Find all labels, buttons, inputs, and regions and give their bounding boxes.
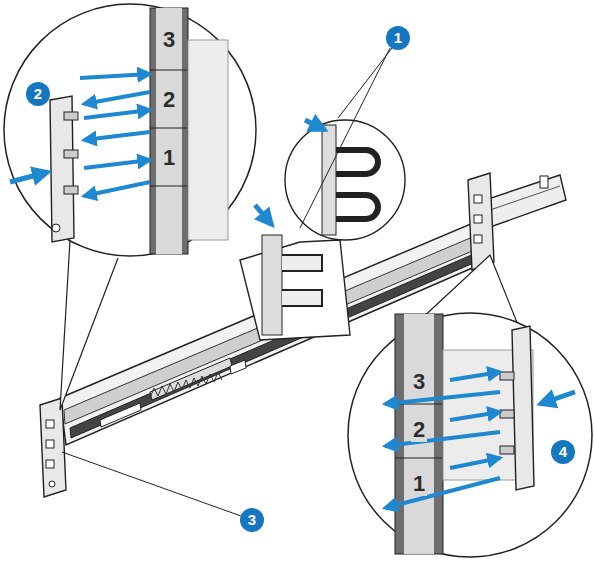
rear-zoom — [512, 326, 534, 490]
rear-zoom — [385, 478, 500, 508]
rear-zoom — [348, 313, 592, 557]
rear-bracket — [474, 215, 482, 223]
front-zoom — [150, 8, 188, 254]
front-zoom — [84, 132, 150, 140]
hook-zoom — [262, 235, 282, 335]
rear-zoom — [450, 458, 500, 468]
front-zoom — [60, 240, 118, 410]
rear-zoom — [385, 432, 500, 446]
front-zoom — [4, 4, 256, 410]
front-zoom — [64, 150, 78, 158]
front-zoom — [10, 172, 48, 182]
front-zoom — [150, 186, 188, 187]
rack-unit-number: 3 — [411, 370, 427, 394]
rack-unit-number: 2 — [411, 418, 427, 442]
front-bracket — [49, 481, 55, 487]
rear-zoom — [450, 412, 500, 420]
rack-unit-number: 1 — [161, 146, 177, 170]
front-zoom — [150, 70, 188, 71]
rack-unit-number: 1 — [411, 472, 427, 496]
hook-zoom — [282, 255, 322, 271]
front-zoom — [52, 224, 60, 232]
front-bracket — [46, 460, 54, 468]
front-bracket — [40, 398, 66, 497]
front-zoom — [188, 40, 228, 240]
rack-unit-number: 3 — [161, 28, 177, 52]
rail — [490, 186, 560, 210]
front-zoom — [80, 74, 150, 78]
rear-zoom — [385, 392, 500, 404]
rail — [540, 176, 548, 188]
rear-zoom — [395, 314, 443, 554]
leader-line — [62, 48, 392, 516]
rear-bracket — [474, 195, 482, 203]
rear-zoom — [540, 392, 575, 404]
front-zoom — [156, 8, 182, 254]
rail — [150, 372, 222, 398]
rear-zoom — [500, 372, 514, 380]
callout-number: 3 — [240, 508, 264, 532]
rear-zoom — [395, 458, 443, 459]
hook-zoom — [336, 195, 378, 219]
rear-zoom — [500, 410, 514, 418]
rear-zoom — [450, 372, 500, 380]
front-zoom — [84, 182, 150, 196]
front-bracket — [40, 398, 66, 497]
rear-zoom — [500, 446, 514, 454]
rail — [150, 358, 232, 400]
hook-zoom — [240, 240, 350, 340]
hook-zoom — [240, 120, 405, 340]
rack-unit-number: 2 — [161, 88, 177, 112]
rear-bracket — [474, 235, 482, 243]
front-zoom — [64, 186, 78, 194]
hook-zoom — [305, 120, 325, 130]
hook-zoom — [282, 290, 322, 306]
front-zoom — [84, 160, 150, 168]
leader-line — [338, 48, 392, 118]
rear-zoom — [348, 255, 592, 557]
callout-number: 1 — [386, 26, 410, 50]
front-zoom — [150, 128, 188, 129]
front-zoom — [64, 112, 78, 120]
front-zoom — [84, 92, 150, 104]
rail — [230, 360, 246, 374]
hook-zoom — [255, 205, 272, 225]
front-zoom — [84, 110, 150, 118]
front-zoom — [4, 4, 256, 256]
hook-zoom — [336, 150, 378, 174]
rear-zoom — [404, 314, 434, 554]
leader-line — [62, 452, 241, 516]
callout-number: 2 — [26, 82, 50, 106]
front-bracket — [46, 420, 54, 428]
front-bracket — [46, 440, 54, 448]
callout-number: 4 — [551, 440, 575, 464]
leader-line — [300, 48, 390, 228]
rail — [100, 403, 141, 427]
